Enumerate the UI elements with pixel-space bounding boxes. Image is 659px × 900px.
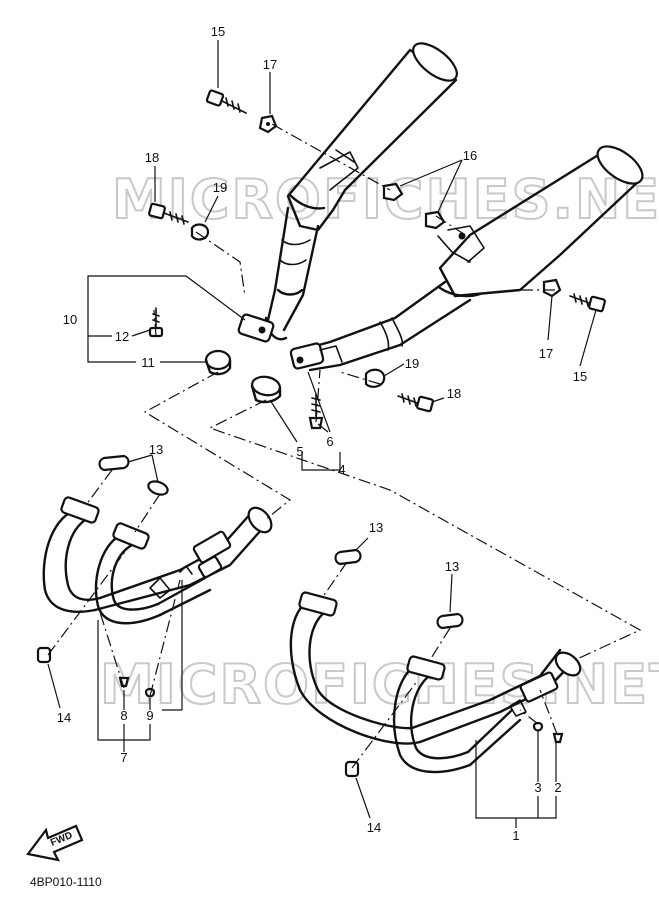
bolt-15-right [569,293,606,313]
plug-14-left [36,646,52,664]
callout-9: 9 [146,708,153,723]
bolt-2 [552,732,564,744]
fwd-arrow-icon: FWD [26,824,84,862]
callout-3: 3 [534,780,541,795]
callout-6: 6 [326,434,333,449]
diagram-code: 4BP010-1110 [30,875,102,889]
callout-1: 1 [512,828,519,843]
gasket-13 [98,454,464,630]
washer-3 [532,721,544,732]
leader-lines [47,40,597,828]
bolt-15-left [205,89,247,114]
callout-12: 12 [115,329,129,344]
nut-16 [382,182,446,230]
right-exhaust-pipe [289,591,582,774]
callout-13: 13 [369,520,383,535]
callout-17: 17 [539,346,553,361]
gasket-5 [250,375,282,404]
callout-19: 19 [213,180,227,195]
right-muffler [289,145,644,372]
gasket-19-right [364,368,386,388]
callout-7: 7 [120,750,127,765]
callout-19: 19 [405,356,419,371]
callout-16: 16 [463,148,477,163]
callout-17: 17 [263,57,277,72]
gasket-11 [204,349,232,376]
bolt-18-left [148,202,189,225]
callout-15: 15 [573,369,587,384]
callout-10: 10 [63,312,77,327]
callout-14: 14 [367,820,381,835]
gasket-19-left [190,223,210,241]
callout-2: 2 [554,780,561,795]
bolt-18-right [397,393,434,413]
callout-18: 18 [145,150,159,165]
callout-4: 4 [338,462,345,477]
callout-5: 5 [296,444,303,459]
nut-17-right [542,278,562,298]
callout-8: 8 [120,708,127,723]
washer-9 [144,687,156,698]
callout-18: 18 [447,386,461,401]
left-exhaust-pipe [42,496,273,625]
callout-13: 13 [445,559,459,574]
callout-15: 15 [211,24,225,39]
callout-13: 13 [149,442,163,457]
watermark-top: MICROFICHES.NET [112,168,659,231]
left-muffler [237,42,458,343]
callout-14: 14 [57,710,71,725]
bolt-6 [308,393,324,430]
plug-14-right [344,760,360,778]
callout-11: 11 [141,355,155,370]
